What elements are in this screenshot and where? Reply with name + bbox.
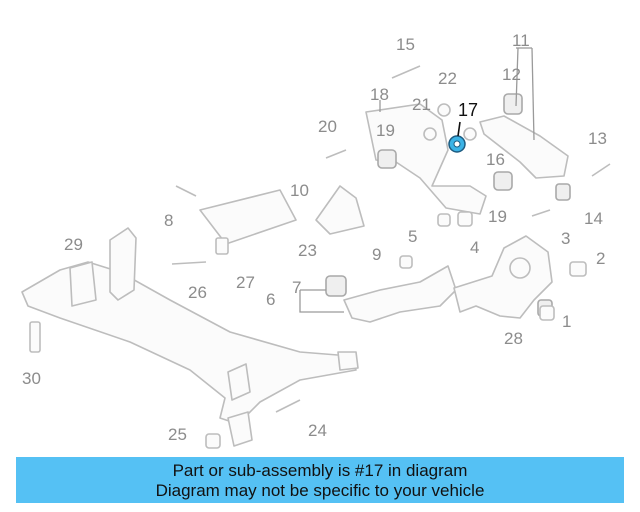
callout-8: 8 (164, 211, 173, 230)
callout-13: 13 (588, 129, 607, 148)
callout-1: 1 (562, 312, 571, 331)
callout-24: 24 (308, 421, 327, 440)
callout-17: 17 (458, 100, 478, 120)
callout-15: 15 (396, 35, 415, 54)
callout-11: 11 (512, 31, 530, 50)
lateral-link (199, 189, 297, 245)
callout-5: 5 (408, 227, 417, 246)
callout-12: 12 (502, 65, 521, 84)
callout-14: 14 (584, 209, 603, 228)
callout-18: 18 (370, 85, 389, 104)
callout-10: 10 (290, 181, 309, 200)
trailing-arm (325, 265, 457, 323)
banner-line-1: Part or sub-assembly is #17 in diagram (172, 461, 468, 480)
info-banner: Part or sub-assembly is #17 in diagram D… (16, 457, 624, 503)
callout-7: 7 (292, 278, 301, 297)
callout-25: 25 (168, 425, 187, 444)
callout-27: 27 (236, 273, 255, 292)
callout-19-upper: 19 (376, 121, 395, 140)
callout-28: 28 (504, 329, 523, 348)
banner-line-2: Diagram may not be specific to your vehi… (155, 481, 485, 500)
callout-21: 21 (412, 95, 431, 114)
fasteners (29, 65, 611, 449)
callout-3: 3 (561, 229, 570, 248)
lower-control-arm (479, 93, 571, 201)
callout-16: 16 (486, 150, 505, 169)
callout-26: 26 (188, 283, 207, 302)
callout-23: 23 (298, 241, 317, 260)
callout-6: 6 (266, 290, 275, 309)
callout-20: 20 (318, 117, 337, 136)
callout-2: 2 (596, 249, 605, 268)
callout-29: 29 (64, 235, 83, 254)
rear-subframe (21, 227, 359, 447)
callout-4: 4 (470, 238, 479, 257)
callout-30: 30 (22, 369, 41, 388)
callout-labels: 1 2 3 4 5 6 7 8 9 10 11 12 13 14 15 16 1… (22, 31, 607, 444)
leader-lines (299, 47, 535, 313)
callout-9: 9 (372, 245, 381, 264)
wheel-knuckle (453, 235, 553, 319)
callout-19-lower: 19 (488, 207, 507, 226)
spring-seat (315, 185, 365, 235)
upper-control-arm (365, 103, 513, 215)
part-17-highlight[interactable] (448, 135, 466, 153)
callout-22: 22 (438, 69, 457, 88)
